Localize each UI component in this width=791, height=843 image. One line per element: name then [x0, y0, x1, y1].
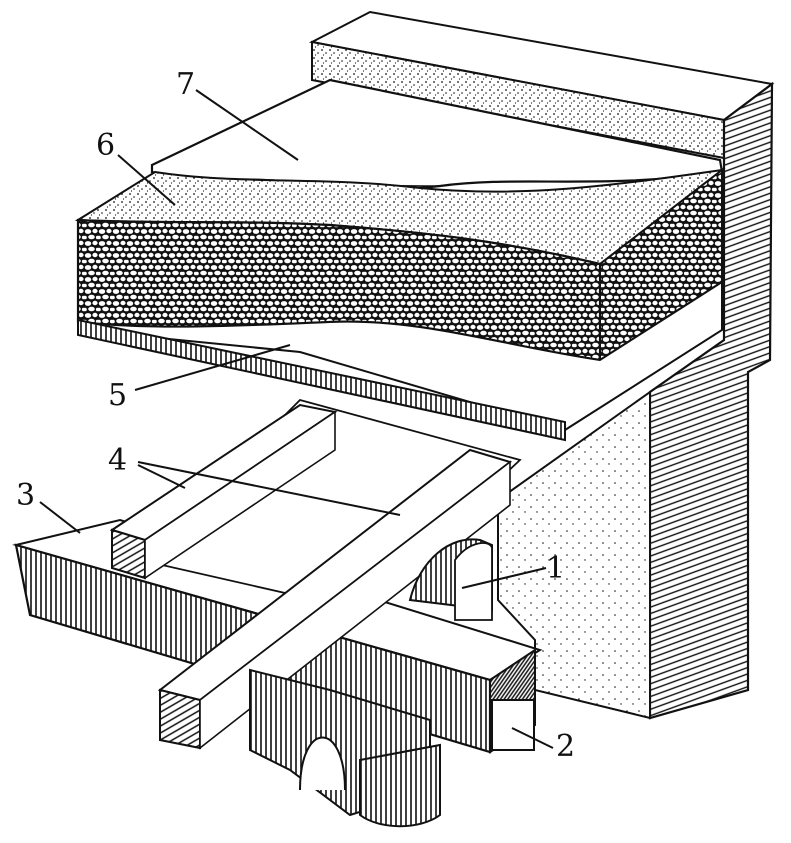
leader-1: [461, 567, 547, 589]
layer-6-insulation: [74, 167, 726, 362]
subfloor-front-edge: [77, 318, 566, 442]
leader-3: [39, 501, 81, 534]
labels: 7 6 5 4 3 1 2: [16, 67, 575, 764]
leader-4a: [137, 464, 186, 489]
leader-4b: [137, 461, 401, 516]
subfloor-top: [77, 280, 723, 432]
wall: [308, 10, 775, 720]
label-5: 5: [108, 378, 127, 413]
beam-end-block: [491, 699, 535, 751]
leader-lines: [39, 89, 554, 749]
label-3: 3: [16, 478, 35, 513]
joist-left-side: [144, 410, 336, 580]
label-6: 6: [96, 128, 115, 163]
joist-right-front: [159, 688, 201, 750]
label-1: 1: [546, 551, 565, 586]
label-2: 2: [556, 729, 575, 764]
leader-6: [117, 154, 176, 206]
lower-post-arch: [299, 736, 346, 791]
support-pillar-face: [454, 542, 493, 621]
leader-7: [195, 89, 299, 161]
label-4: 4: [108, 443, 127, 478]
label-7: 7: [176, 67, 195, 102]
leader-5: [134, 344, 291, 391]
lower-cylinder: [359, 743, 441, 828]
layer-5-subfloor-board: [77, 280, 723, 442]
leader-2: [511, 727, 554, 749]
lower-assembly: [12, 398, 543, 828]
wall-side: [648, 81, 774, 720]
